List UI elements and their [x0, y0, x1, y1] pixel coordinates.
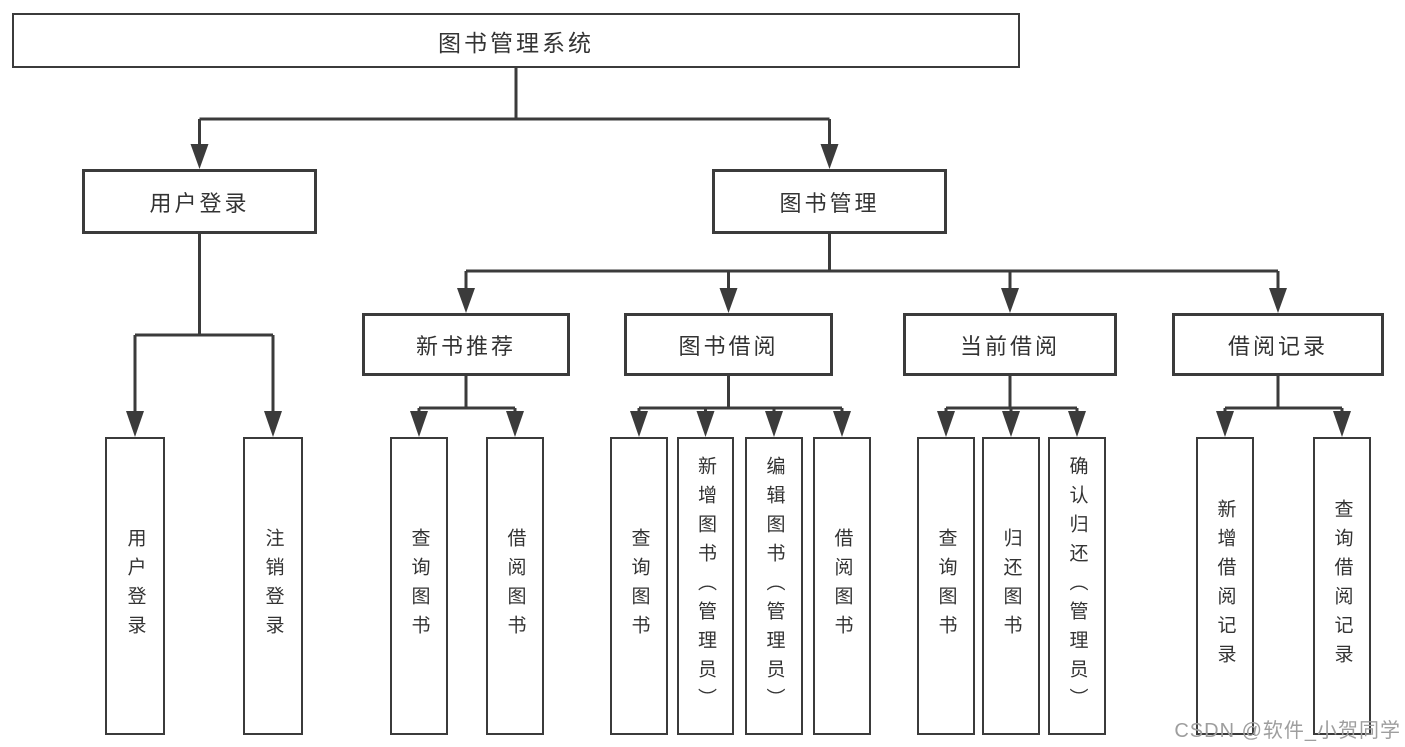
arrowhead	[765, 411, 783, 437]
leaf-logout: 注销登录	[243, 437, 303, 735]
arrowhead	[937, 411, 955, 437]
leaf-query-books-borrow: 查询图书	[610, 437, 668, 735]
connector-new-book-children	[410, 376, 524, 437]
leaf-query-books-current-label: 查询图书	[935, 528, 957, 644]
leaf-user-login: 用户登录	[105, 437, 165, 735]
node-borrow-record-label: 借阅记录	[1227, 333, 1328, 359]
arrowhead	[1068, 411, 1086, 437]
connector-borrow-record-children	[1216, 376, 1351, 437]
arrowhead	[833, 411, 851, 437]
node-book-management: 图书管理	[712, 169, 947, 234]
connector-book-mgmt-to-level2	[457, 234, 1287, 313]
leaf-return-books: 归还图书	[982, 437, 1040, 735]
node-new-book-recommend: 新书推荐	[362, 313, 570, 376]
connector-current-borrow-children	[937, 376, 1086, 437]
arrowhead	[190, 144, 209, 169]
leaf-edit-books-admin-label: 编辑图书（管理员）	[763, 455, 785, 717]
leaf-query-borrow-record-label: 查询借阅记录	[1331, 499, 1353, 673]
arrowhead	[630, 411, 648, 437]
node-new-book-recommend-label: 新书推荐	[415, 333, 516, 359]
leaf-add-borrow-record-label: 新增借阅记录	[1214, 499, 1236, 673]
leaf-query-books-current: 查询图书	[917, 437, 975, 735]
leaf-logout-label: 注销登录	[262, 528, 284, 644]
leaf-query-books-recommend: 查询图书	[390, 437, 448, 735]
arrowhead	[457, 288, 475, 313]
connector-user-login-children	[126, 234, 282, 437]
connector-root-to-level1	[190, 68, 839, 169]
arrowhead	[126, 411, 144, 437]
leaf-return-books-label: 归还图书	[1000, 528, 1022, 644]
arrowhead	[1001, 288, 1019, 313]
connector-book-borrow-children	[630, 376, 851, 437]
leaf-borrow-books-label: 借阅图书	[831, 528, 853, 644]
leaf-confirm-return-admin-label: 确认归还（管理员）	[1066, 455, 1088, 717]
arrowhead	[506, 411, 524, 437]
leaf-borrow-books: 借阅图书	[813, 437, 871, 735]
node-current-borrow: 当前借阅	[903, 313, 1117, 376]
leaf-query-books-borrow-label: 查询图书	[628, 528, 650, 644]
node-book-borrow-label: 图书借阅	[678, 333, 779, 359]
arrowhead	[410, 411, 428, 437]
leaf-confirm-return-admin: 确认归还（管理员）	[1048, 437, 1106, 735]
node-user-login-label: 用户登录	[149, 190, 250, 216]
arrowhead	[1216, 411, 1234, 437]
arrowhead	[696, 411, 715, 437]
csdn-watermark: CSDN @软件_小贺同学	[1174, 720, 1401, 742]
arrowhead	[1002, 411, 1020, 437]
node-user-login: 用户登录	[82, 169, 317, 234]
arrowhead	[820, 144, 839, 169]
leaf-edit-books-admin: 编辑图书（管理员）	[745, 437, 803, 735]
arrowhead	[1269, 288, 1287, 313]
arrowhead	[1333, 411, 1351, 437]
arrowhead	[719, 288, 738, 313]
node-current-borrow-label: 当前借阅	[959, 333, 1060, 359]
leaf-add-books-admin-label: 新增图书（管理员）	[695, 455, 716, 717]
leaf-borrow-books-recommend: 借阅图书	[486, 437, 544, 735]
leaf-add-borrow-record: 新增借阅记录	[1196, 437, 1254, 735]
node-root-label: 图书管理系统	[438, 29, 594, 56]
leaf-borrow-books-recommend-label: 借阅图书	[504, 528, 526, 644]
node-book-management-label: 图书管理	[779, 190, 880, 216]
leaf-add-books-admin: 新增图书（管理员）	[677, 437, 734, 735]
leaf-query-books-recommend-label: 查询图书	[408, 528, 430, 644]
node-book-borrow: 图书借阅	[624, 313, 833, 376]
leaf-query-borrow-record: 查询借阅记录	[1313, 437, 1371, 735]
arrowhead	[264, 411, 282, 437]
node-borrow-record: 借阅记录	[1172, 313, 1384, 376]
leaf-user-login-label: 用户登录	[124, 528, 146, 644]
node-root: 图书管理系统	[12, 13, 1020, 68]
